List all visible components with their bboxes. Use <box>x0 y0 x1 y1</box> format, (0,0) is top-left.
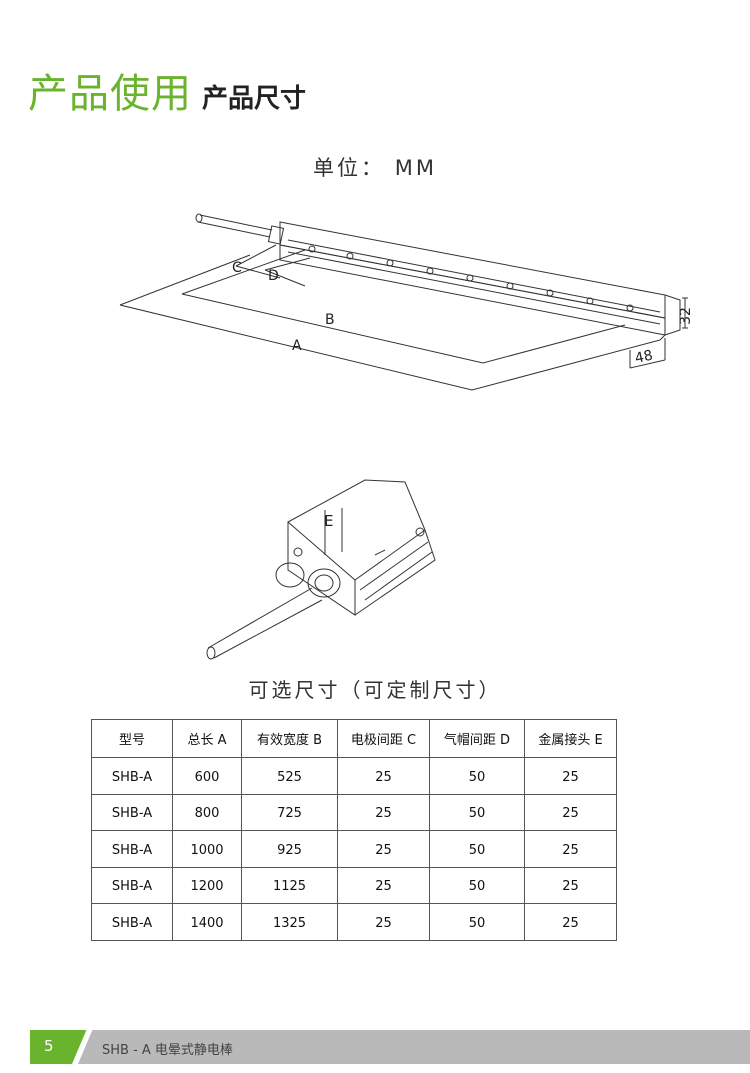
housing-front <box>354 529 436 616</box>
cell: 25 <box>524 830 617 868</box>
bar-dimension-drawing: B A C D 32 48 <box>119 213 694 391</box>
dimension-d-line <box>264 257 311 287</box>
cell: 525 <box>241 757 338 795</box>
cell: 800 <box>172 793 242 831</box>
cell: 25 <box>524 903 617 941</box>
table-row: SHB-A 800 725 25 50 25 <box>91 793 617 831</box>
connector-dimension-drawing: E <box>206 479 436 660</box>
cell: 50 <box>429 866 525 904</box>
cell: SHB-A <box>91 903 173 941</box>
label-b: B <box>325 312 335 328</box>
header-electrode: 电极间距 C <box>337 719 430 758</box>
cell: SHB-A <box>91 866 173 904</box>
table-row: SHB-A 1000 925 25 50 25 <box>91 830 617 868</box>
cell: SHB-A <box>91 757 173 795</box>
cell: 25 <box>337 866 430 904</box>
label-d: D <box>268 268 279 284</box>
cell: 25 <box>337 757 430 795</box>
cell: 725 <box>241 793 338 831</box>
fitting-2 <box>307 568 341 598</box>
dimension-height-line <box>682 297 688 329</box>
dimension-a-ext <box>119 254 666 341</box>
dimension-c-line <box>235 244 281 279</box>
cell: 1325 <box>241 903 338 941</box>
cell: 25 <box>337 903 430 941</box>
table-row: SHB-A 1200 1125 25 50 25 <box>91 866 617 904</box>
dimension-width-line <box>629 338 666 369</box>
cell: 1000 <box>172 830 242 868</box>
unit-label: 单位： MM <box>313 156 437 180</box>
cell: 1125 <box>241 866 338 904</box>
table-header-row: 型号 总长 A 有效宽度 B 电极间距 C 气帽间距 D 金属接头 E <box>91 719 617 758</box>
dimension-b-ext <box>181 249 306 295</box>
cell: 25 <box>337 793 430 831</box>
header-connector: 金属接头 E <box>524 719 617 758</box>
fitting-1 <box>275 562 305 588</box>
cable-end <box>206 646 216 660</box>
cell: 1400 <box>172 903 242 941</box>
cell: 50 <box>429 757 525 795</box>
header-width: 有效宽度 B <box>241 719 338 758</box>
dimension-b-line <box>181 293 626 364</box>
dimension-e-line <box>324 508 343 555</box>
label-c: C <box>232 260 242 276</box>
footer-bar <box>30 1030 750 1064</box>
header-aircap: 气帽间距 D <box>429 719 525 758</box>
emitter-needles <box>308 245 634 312</box>
label-width: 48 <box>634 348 655 367</box>
cell: 600 <box>172 757 242 795</box>
spec-table: 型号 总长 A 有效宽度 B 电极间距 C 气帽间距 D 金属接头 E SHB-… <box>91 719 617 941</box>
page-subtitle: 产品尺寸 <box>202 84 307 114</box>
label-a: A <box>292 338 302 354</box>
cable-end <box>195 213 203 223</box>
header-model: 型号 <box>91 719 173 758</box>
screw-1 <box>293 547 303 557</box>
cell: 925 <box>241 830 338 868</box>
bar-end-cap <box>664 294 681 336</box>
table-row: SHB-A 600 525 25 50 25 <box>91 757 617 795</box>
header-length: 总长 A <box>172 719 242 758</box>
dimension-a-line <box>119 304 661 391</box>
page-header: 产品使用 产品尺寸 <box>28 70 306 118</box>
cell: 1200 <box>172 866 242 904</box>
page-title: 产品使用 <box>28 71 192 117</box>
housing-slot <box>359 541 433 601</box>
housing-top <box>287 479 426 581</box>
arrow <box>374 549 386 556</box>
cell: 25 <box>337 830 430 868</box>
page-footer: 5 SHB - A 电晕式静电棒 <box>0 1030 750 1064</box>
bar-groove <box>287 239 661 325</box>
cable-line <box>197 214 273 238</box>
label-e: E <box>324 512 333 530</box>
page-number: 5 <box>44 1037 54 1055</box>
table-row: SHB-A 1400 1325 25 50 25 <box>91 903 617 941</box>
connector-body <box>267 225 285 245</box>
cell: 25 <box>524 757 617 795</box>
cell: 50 <box>429 830 525 868</box>
cable <box>207 587 323 659</box>
cell: 50 <box>429 793 525 831</box>
cell: 50 <box>429 903 525 941</box>
bar-top-face <box>279 221 666 319</box>
screw-2 <box>415 527 425 537</box>
cell: SHB-A <box>91 793 173 831</box>
fitting-2-inner <box>314 574 334 592</box>
optional-size-title: 可选尺寸（可定制尺寸） <box>248 678 502 702</box>
cell: SHB-A <box>91 830 173 868</box>
cell: 25 <box>524 866 617 904</box>
footer-product-name: SHB - A 电晕式静电棒 <box>102 1043 233 1058</box>
cell: 25 <box>524 793 617 831</box>
housing-side <box>287 522 356 616</box>
label-height: 32 <box>678 307 694 325</box>
